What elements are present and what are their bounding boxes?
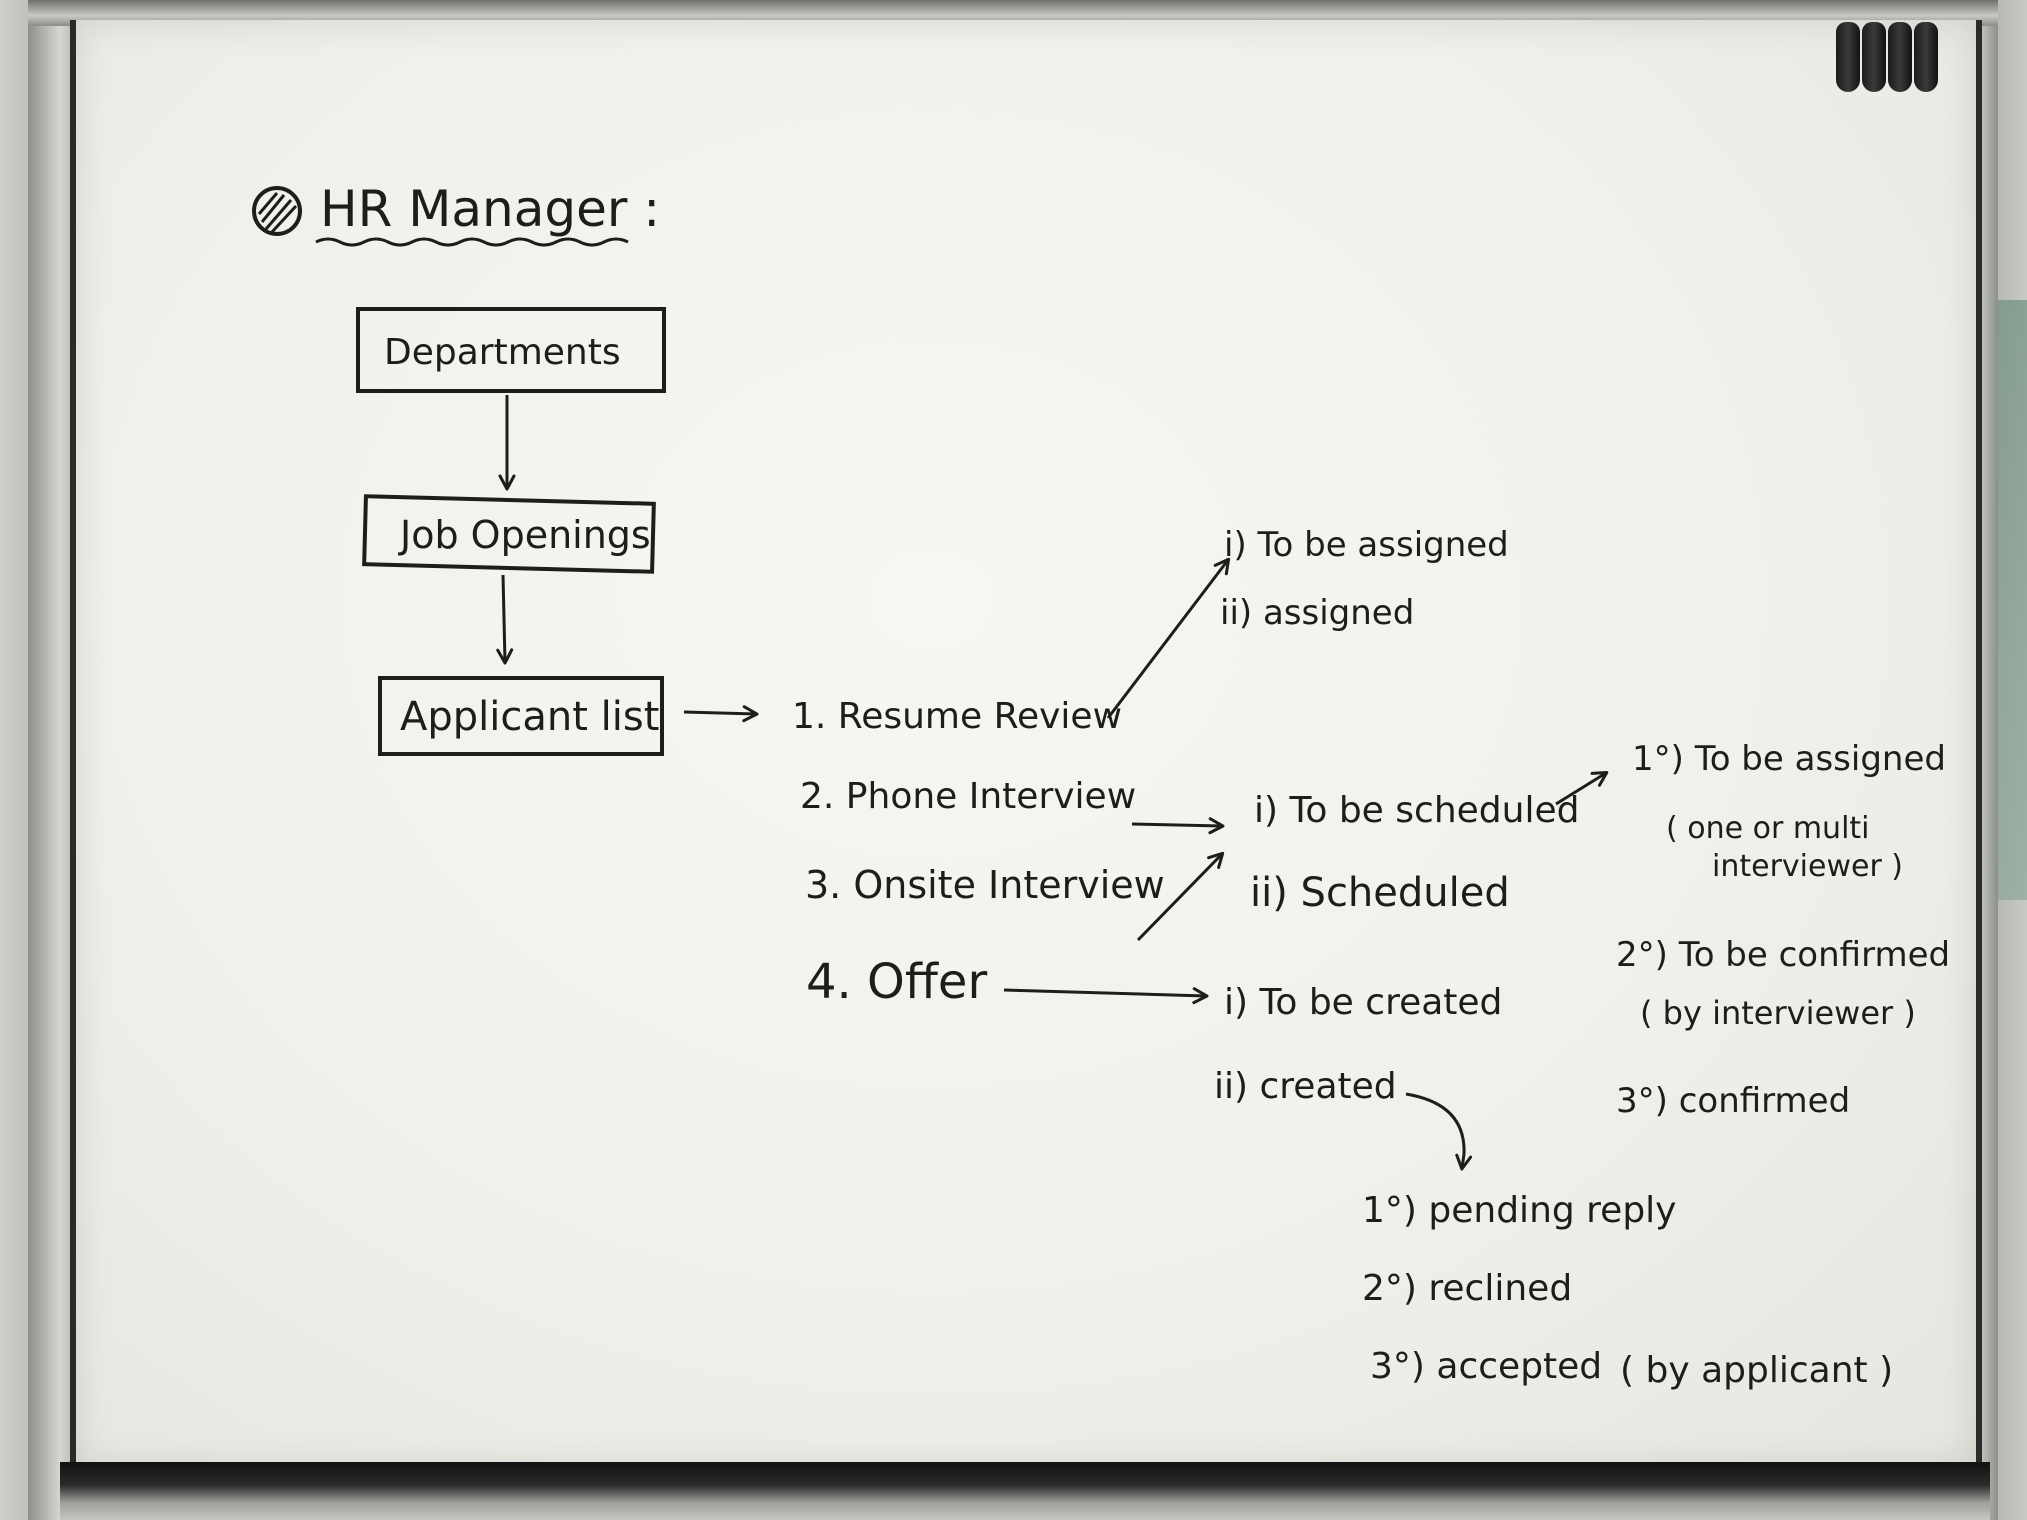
- job-openings-box: [362, 494, 656, 574]
- offer-step-accepted: 3°) accepted: [1370, 1346, 1602, 1387]
- resume-state-assigned: ii) assigned: [1220, 593, 1414, 633]
- applicant-list-label: Applicant list: [400, 694, 659, 740]
- scheduling-step-note-line1: ( one or multi: [1666, 811, 1870, 846]
- scheduling-step-note-line2: interviewer ): [1712, 849, 1903, 884]
- arrow-to-be-scheduled-to-steps: [1555, 770, 1609, 806]
- arrow-applicant-list-to-stages: [683, 705, 759, 723]
- marker-tray: [60, 1462, 1990, 1520]
- scheduling-step-confirm-note: ( by interviewer ): [1640, 994, 1916, 1032]
- magnet-icon: [1862, 22, 1886, 92]
- arrow-job-openings-to-applicant-list: [496, 574, 514, 665]
- arrow-resume-review-to-states: [1106, 557, 1231, 719]
- stage-phone-interview: 2. Phone Interview: [800, 776, 1136, 817]
- arrow-onsite-interview-to-states: [1136, 851, 1225, 942]
- offer-state-to-be-created: i) To be created: [1224, 982, 1502, 1023]
- offer-state-created: ii) created: [1214, 1066, 1397, 1107]
- arrow-created-to-steps: [1405, 1092, 1473, 1171]
- interview-state-to-be-scheduled: i) To be scheduled: [1254, 790, 1579, 831]
- title-bullet-icon: [252, 186, 302, 236]
- stage-resume-review: 1. Resume Review: [792, 696, 1122, 737]
- magnet-icon: [1914, 22, 1938, 92]
- applicant-list-box: [378, 676, 664, 756]
- scheduling-step-to-be-confirmed: 2°) To be confirmed: [1616, 935, 1950, 975]
- magnet-icon: [1888, 22, 1912, 92]
- offer-step-pending-reply: 1°) pending reply: [1362, 1190, 1677, 1231]
- arrow-phone-interview-to-states: [1131, 817, 1225, 835]
- resume-state-to-be-assigned: i) To be assigned: [1224, 525, 1509, 565]
- job-openings-label: Job Openings: [398, 513, 651, 557]
- scheduling-step-to-be-assigned: 1°) To be assigned: [1632, 739, 1946, 779]
- stage-offer: 4. Offer: [806, 954, 987, 1010]
- interview-state-scheduled: ii) Scheduled: [1250, 870, 1510, 916]
- arrow-offer-to-states: [1003, 987, 1209, 1005]
- stage-onsite-interview: 3. Onsite Interview: [805, 863, 1165, 907]
- title-underline: [315, 237, 629, 247]
- page-title: HR Manager :: [320, 180, 660, 238]
- departments-box: [356, 307, 666, 393]
- departments-label: Departments: [384, 332, 621, 373]
- offer-step-by-applicant-note: ( by applicant ): [1620, 1350, 1893, 1391]
- scheduling-step-confirmed: 3°) confirmed: [1616, 1081, 1850, 1121]
- magnet-icon: [1836, 22, 1860, 92]
- whiteboard-surface: [70, 20, 1982, 1468]
- offer-step-reclined: 2°) reclined: [1362, 1268, 1572, 1309]
